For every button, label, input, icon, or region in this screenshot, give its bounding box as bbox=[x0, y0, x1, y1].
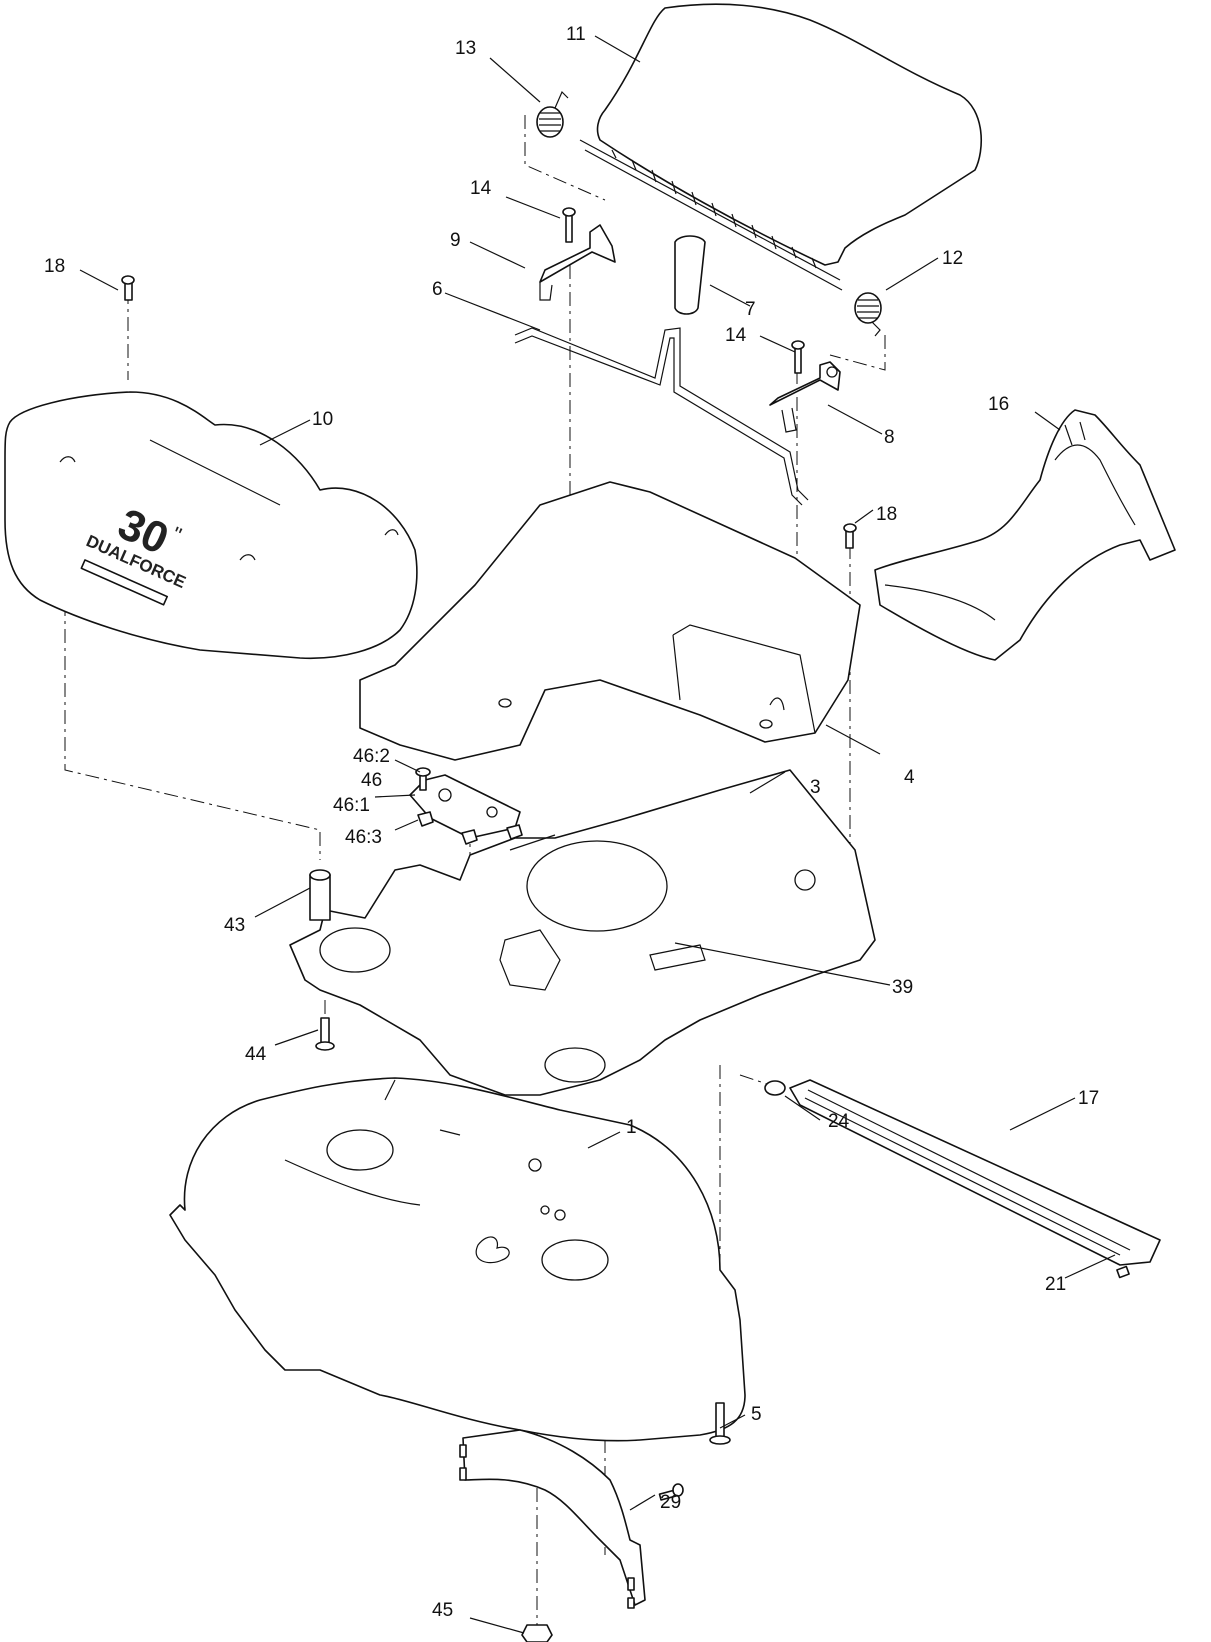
callout-13: 13 bbox=[455, 38, 476, 59]
callout-10: 10 bbox=[312, 409, 333, 430]
callout-43: 43 bbox=[224, 915, 245, 936]
part-7-grip bbox=[674, 235, 706, 315]
callout-16: 16 bbox=[988, 394, 1009, 415]
decal-strip bbox=[80, 559, 169, 606]
callout-45: 45 bbox=[432, 1600, 453, 1621]
part-16-discharge-chute bbox=[874, 409, 1176, 661]
callout-44: 44 bbox=[245, 1044, 267, 1065]
callout-8: 8 bbox=[884, 427, 895, 448]
part-1-mower-deck bbox=[169, 1077, 746, 1442]
callout-7: 7 bbox=[745, 299, 756, 320]
callout-39: 39 bbox=[892, 977, 913, 998]
callout-1: 1 bbox=[626, 1117, 637, 1138]
part-11-rear-flap bbox=[579, 3, 983, 291]
part-24-plug bbox=[764, 1080, 786, 1096]
part-10-left-cover: 30 " DUALFORCE bbox=[4, 391, 418, 660]
part-8-bracket-right bbox=[769, 340, 841, 433]
part-43-spacer bbox=[309, 869, 331, 921]
part-9-bracket-left bbox=[539, 207, 616, 301]
callout-12: 12 bbox=[942, 248, 963, 269]
part-3-frame-plate bbox=[289, 769, 876, 1096]
callout-14-upper: 14 bbox=[470, 178, 492, 199]
part-12-torsion-spring-right bbox=[854, 292, 882, 337]
callout-labels: 11 13 14 9 6 12 7 14 8 18 10 16 18 4 3 4… bbox=[44, 24, 1099, 1621]
callout-21: 21 bbox=[1045, 1274, 1066, 1295]
hinge-rod-teeth bbox=[611, 149, 817, 269]
part-13-torsion-spring-left bbox=[536, 90, 569, 138]
callout-24: 24 bbox=[828, 1111, 850, 1132]
callout-18-left: 18 bbox=[44, 256, 65, 277]
frame-blade-hole-large bbox=[526, 840, 668, 932]
part-5-bolt bbox=[709, 1402, 731, 1445]
callout-9: 9 bbox=[450, 230, 461, 251]
callout-3: 3 bbox=[810, 777, 821, 798]
callout-46-2: 46:2 bbox=[353, 746, 390, 767]
callout-46-3: 46:3 bbox=[345, 827, 382, 848]
callout-11: 11 bbox=[566, 24, 586, 45]
deck-spindle-hole-left bbox=[326, 1129, 394, 1171]
callout-46-1: 46:1 bbox=[333, 795, 370, 816]
part-29-bracket bbox=[459, 1429, 646, 1609]
callout-17: 17 bbox=[1078, 1088, 1099, 1109]
callout-14-lower: 14 bbox=[725, 325, 747, 346]
part-44-bolt bbox=[315, 1017, 335, 1051]
deck-spindle-hole-right bbox=[541, 1239, 609, 1281]
part-46-latch-bracket bbox=[409, 767, 523, 845]
callout-29: 29 bbox=[660, 1492, 681, 1513]
callout-5: 5 bbox=[751, 1404, 762, 1425]
callout-18-right: 18 bbox=[876, 504, 897, 525]
part-45-nut bbox=[521, 1624, 553, 1642]
callout-46: 46 bbox=[361, 770, 382, 791]
callout-6: 6 bbox=[432, 279, 443, 300]
fasteners bbox=[121, 275, 857, 1501]
part-17-trim-strip bbox=[789, 1079, 1161, 1266]
part-21-screw bbox=[1116, 1265, 1130, 1279]
callout-4: 4 bbox=[904, 767, 915, 788]
part-4-top-housing bbox=[359, 481, 861, 761]
leader-lines bbox=[79, 35, 1116, 1634]
part-6-rod bbox=[514, 327, 809, 506]
